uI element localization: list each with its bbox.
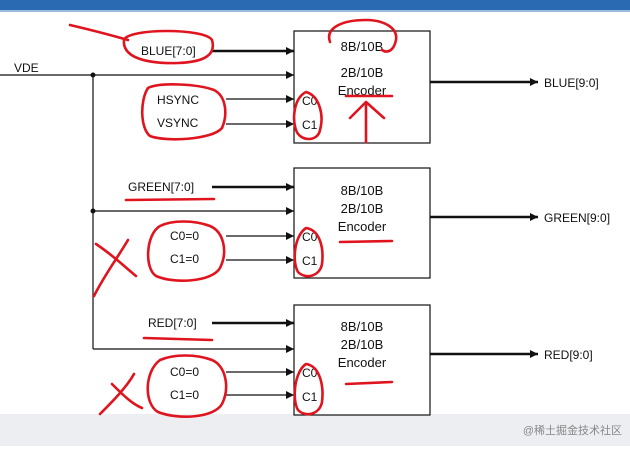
annotation-circle <box>293 226 324 278</box>
output-label: GREEN[9:0] <box>544 211 610 225</box>
encoder-line-3: Encoder <box>338 219 387 234</box>
encoder-box <box>293 167 431 279</box>
watermark: @稀土掘金技术社区 <box>523 423 622 437</box>
annotation-x <box>92 238 130 298</box>
vde-junction <box>90 208 96 214</box>
data-input-label: RED[7:0] <box>148 316 197 330</box>
footer-bar <box>0 414 630 446</box>
annotation-stroke <box>338 239 394 244</box>
encoder-box <box>293 30 431 144</box>
pin-c0: C0 <box>302 230 318 244</box>
annotation-circle <box>327 18 398 53</box>
encoder-box <box>293 304 431 416</box>
c1-input-label: C1=0 <box>170 252 199 266</box>
annotation-stroke <box>344 380 394 386</box>
encoder-red: 8B/10B 2B/10B Encoder C0 C1 RED[7:0] C0=… <box>148 304 593 416</box>
pin-c0: C0 <box>302 94 318 108</box>
vde-junction <box>90 72 96 78</box>
annotation-circle <box>146 354 228 418</box>
output-label: BLUE[9:0] <box>544 76 599 90</box>
annotation-circle <box>292 90 323 141</box>
pin-c1: C1 <box>302 254 318 268</box>
annotation-stroke <box>68 23 130 42</box>
annotation-circle <box>122 29 215 65</box>
red-annotations <box>68 18 398 418</box>
annotation-stroke <box>124 197 216 202</box>
annotation-stroke <box>142 336 214 342</box>
annotation-x <box>94 242 138 278</box>
annotation-x <box>110 382 144 410</box>
c1-input-label: C1=0 <box>170 388 199 402</box>
encoder-line-2: 2B/10B <box>341 201 384 216</box>
c0-input-label: HSYNC <box>157 93 199 107</box>
encoder-line-1: 8B/10B <box>341 183 384 198</box>
encoder-line-3: Encoder <box>338 83 387 98</box>
vde-label: VDE <box>14 61 39 75</box>
output-label: RED[9:0] <box>544 348 593 362</box>
encoder-line-2: 2B/10B <box>341 65 384 80</box>
encoder-line-1: 8B/10B <box>341 39 384 54</box>
pin-c0: C0 <box>302 366 318 380</box>
data-input-label: GREEN[7:0] <box>128 180 194 194</box>
encoder-blue: 8B/10B 2B/10B Encoder C0 C1 BLUE[7:0] HS… <box>141 30 599 144</box>
encoder-green: 8B/10B 2B/10B Encoder C0 C1 GREEN[7:0] C… <box>128 167 610 279</box>
encoder-line-1: 8B/10B <box>341 319 384 334</box>
annotation-x <box>98 372 136 416</box>
annotation-arrow <box>348 100 386 120</box>
header-bar-shade <box>0 10 630 12</box>
pin-c1: C1 <box>302 118 318 132</box>
annotation-circle <box>140 83 227 141</box>
c0-input-label: C0=0 <box>170 365 199 379</box>
c0-input-label: C0=0 <box>170 229 199 243</box>
data-input-label: BLUE[7:0] <box>141 44 196 58</box>
annotation-circle <box>146 220 226 282</box>
pin-c1: C1 <box>302 390 318 404</box>
annotation-circle <box>293 362 324 416</box>
encoder-line-2: 2B/10B <box>341 337 384 352</box>
header-bar <box>0 0 630 10</box>
encoder-line-3: Encoder <box>338 355 387 370</box>
c1-input-label: VSYNC <box>157 116 199 130</box>
